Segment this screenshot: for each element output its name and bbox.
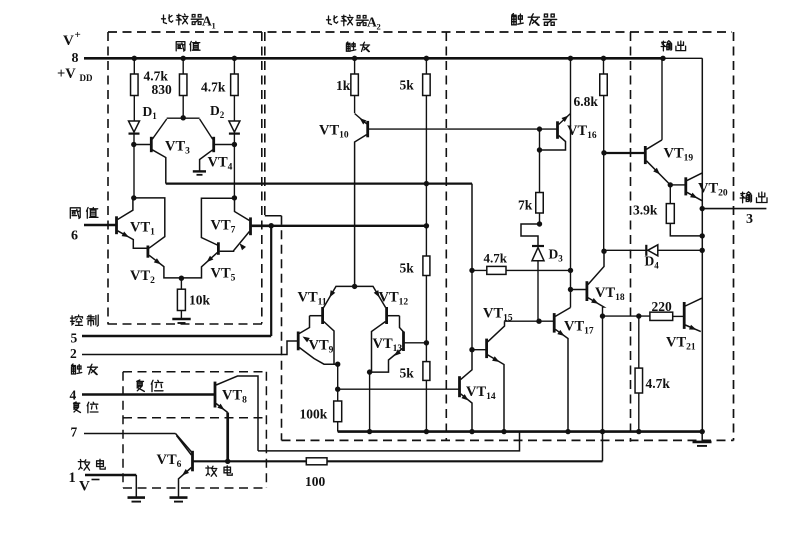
svg-text:+: + [75, 29, 81, 41]
svg-text:5: 5 [71, 331, 78, 346]
svg-text:2: 2 [377, 22, 381, 32]
svg-text:100k: 100k [300, 407, 328, 422]
svg-text:VT1: VT1 [130, 220, 155, 238]
svg-text:5k: 5k [400, 78, 415, 93]
svg-text:3: 3 [746, 212, 753, 227]
svg-text:1: 1 [69, 470, 76, 486]
svg-text:10k: 10k [189, 293, 211, 308]
svg-text:6.8k: 6.8k [574, 94, 599, 109]
svg-text:VT2: VT2 [130, 268, 155, 286]
svg-text:6: 6 [71, 229, 78, 244]
svg-text:7: 7 [71, 425, 78, 440]
svg-text:5k: 5k [400, 261, 415, 276]
svg-text:A: A [202, 14, 212, 29]
svg-text:830: 830 [152, 82, 173, 97]
svg-text:V: V [63, 33, 74, 49]
svg-text:100: 100 [305, 474, 326, 489]
svg-text:2: 2 [70, 346, 77, 361]
svg-text:1k: 1k [336, 78, 351, 93]
svg-text:VT7: VT7 [211, 218, 236, 236]
svg-text:8: 8 [72, 51, 79, 66]
svg-text:220: 220 [652, 299, 673, 314]
svg-text:7k: 7k [518, 198, 533, 213]
svg-text:3.9k: 3.9k [633, 203, 658, 218]
svg-text:1: 1 [212, 21, 216, 31]
svg-text:+V: +V [57, 66, 76, 82]
svg-text:DD: DD [80, 73, 93, 83]
svg-text:V: V [79, 479, 90, 495]
svg-text:5k: 5k [400, 366, 415, 381]
svg-text:4.7k: 4.7k [646, 376, 671, 391]
svg-text:VT4: VT4 [208, 155, 233, 173]
svg-text:4.7k: 4.7k [144, 69, 169, 84]
svg-text:4: 4 [70, 388, 77, 403]
svg-text:VT6: VT6 [157, 452, 182, 470]
svg-text:4.7k: 4.7k [201, 80, 226, 95]
svg-text:VT8: VT8 [222, 388, 247, 406]
svg-text:A: A [367, 15, 377, 30]
svg-text:VT3: VT3 [165, 139, 190, 157]
svg-text:VT9: VT9 [309, 338, 334, 356]
svg-text:4.7k: 4.7k [484, 251, 508, 266]
svg-text:VT5: VT5 [211, 266, 236, 284]
